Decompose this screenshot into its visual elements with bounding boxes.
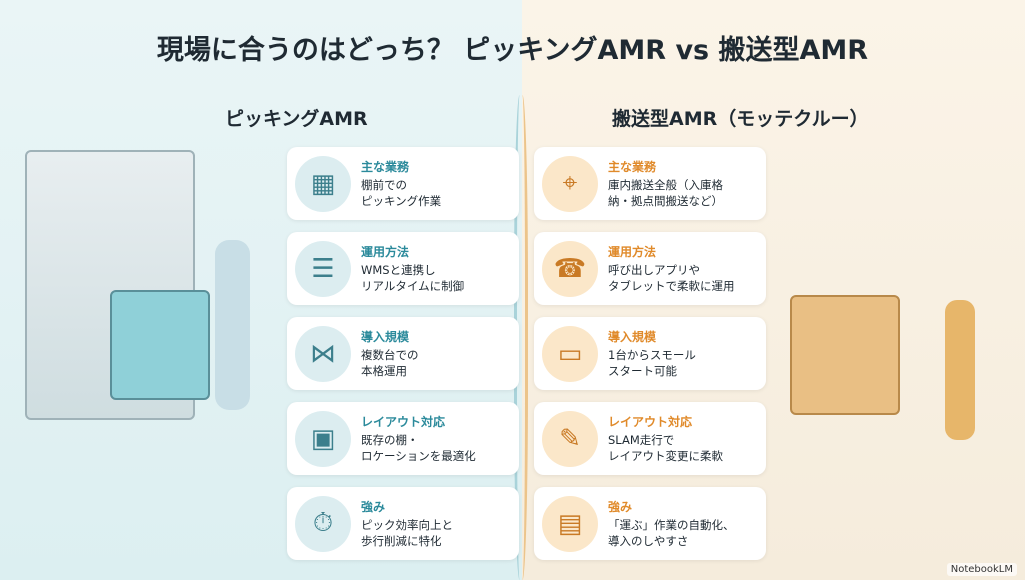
card-label: 導入規模 [608,329,657,344]
card-text: SLAM走行で レイアウト変更に柔軟 [608,432,723,463]
right-card-5: ▤ 強み「運ぶ」作業の自動化、 導入のしやすさ [534,487,766,560]
card-text: WMSと連携し リアルタイムに制御 [361,262,465,293]
card-text: 複数台での 本格運用 [361,347,419,378]
transport-robot-illustration [790,295,900,415]
card-text: 庫内搬送全般（入庫格 納・拠点間搬送など） [608,177,723,208]
smartphone-call-icon: ☎ [542,240,598,297]
pallet-icon: ▤ [542,495,598,552]
card-label: 強み [361,499,386,514]
card-text: 呼び出しアプリや タブレットで柔軟に運用 [608,262,735,293]
worker-figure [215,240,250,410]
card-text: 1台からスモール スタート可能 [608,347,696,378]
card-text: 棚前での ピッキング作業 [361,177,442,208]
right-heading: 搬送型AMR（モッテクルー） [612,108,869,130]
right-card-3: ▭ 導入規模 1台からスモール スタート可能 [534,317,766,390]
right-card-1: ⌖ 主な業務庫内搬送全般（入庫格 納・拠点間搬送など） [534,147,766,220]
multi-robot-network-icon: ⋈ [295,325,351,382]
card-text: 「運ぶ」作業の自動化、 導入のしやすさ [608,517,735,548]
notebooklm-watermark: NotebookLM [946,563,1017,576]
slam-map-icon: ✎ [542,410,598,467]
card-text: 既存の棚・ ロケーションを最適化 [361,432,476,463]
right-card-4: ✎ レイアウト対応 SLAM走行で レイアウト変更に柔軟 [534,402,766,475]
right-card-2: ☎ 運用方法呼び出しアプリや タブレットで柔軟に運用 [534,232,766,305]
left-heading: ピッキングAMR [225,108,368,130]
single-robot-icon: ▭ [542,325,598,382]
card-label: レイアウト対応 [608,414,693,429]
floor-map-icon: ▣ [295,410,351,467]
left-card-4: ▣ レイアウト対応既存の棚・ ロケーションを最適化 [287,402,519,475]
card-text: ピック効率向上と 歩行削減に特化 [361,517,453,548]
left-card-2: ☰ 運用方法 WMSと連携し リアルタイムに制御 [287,232,519,305]
left-card-3: ⋈ 導入規模複数台での 本格運用 [287,317,519,390]
card-label: 強み [608,499,633,514]
card-label: レイアウト対応 [361,414,446,429]
card-label: 運用方法 [608,244,657,259]
card-label: 主な業務 [608,159,657,174]
left-card-1: ▦ 主な業務棚前での ピッキング作業 [287,147,519,220]
worker-figure-right [945,300,975,440]
wms-server-icon: ☰ [295,240,351,297]
left-card-5: ⏱ 強みピック効率向上と 歩行削減に特化 [287,487,519,560]
page-title: 現場に合うのはどっち？ ピッキングAMR vs 搬送型AMR [156,35,869,66]
card-label: 主な業務 [361,159,410,174]
picking-amr-robot [110,290,210,400]
card-label: 運用方法 [361,244,410,259]
shelf-worker-icon: ▦ [295,155,351,212]
location-transport-icon: ⌖ [542,155,598,212]
stopwatch-walker-icon: ⏱ [295,495,351,552]
card-label: 導入規模 [361,329,410,344]
